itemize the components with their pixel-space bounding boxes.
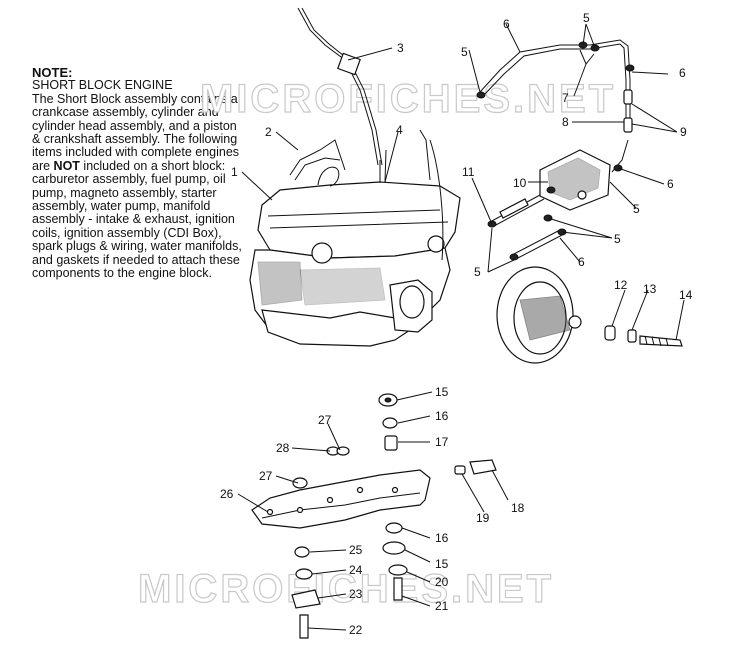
- note-emphasis: NOT: [53, 158, 80, 173]
- note-title: NOTE:: [32, 65, 73, 80]
- callout-9: 9: [680, 125, 687, 139]
- oil-pump-lines: [476, 39, 635, 261]
- callout-1: 1: [231, 165, 238, 179]
- callout-5-top: 5: [583, 11, 590, 25]
- callout-5-right: 5: [633, 202, 640, 216]
- callout-27-lower: 27: [259, 469, 273, 483]
- callout-22: 22: [349, 623, 363, 637]
- callout-2: 2: [265, 125, 272, 139]
- callout-3: 3: [397, 41, 404, 55]
- callout-4: 4: [396, 123, 403, 137]
- starter-assembly: [496, 266, 683, 364]
- leader-lines: [237, 23, 685, 631]
- callout-15-upper: 15: [435, 385, 449, 399]
- callout-13: 13: [643, 282, 657, 296]
- callout-23: 23: [349, 587, 363, 601]
- callout-5-top-left: 5: [461, 45, 468, 59]
- callout-28: 28: [276, 441, 290, 455]
- callout-25: 25: [349, 543, 363, 557]
- callout-16-lower: 16: [435, 531, 449, 545]
- callout-8: 8: [562, 115, 569, 129]
- callout-6-lower: 6: [578, 255, 585, 269]
- engine-block: [249, 7, 461, 347]
- callout-6-top: 6: [503, 17, 510, 31]
- callout-10: 10: [513, 176, 527, 190]
- callout-21: 21: [435, 599, 449, 613]
- callout-6-right-mid: 6: [667, 177, 674, 191]
- callout-27-upper: 27: [318, 413, 332, 427]
- callout-6-right-top: 6: [679, 66, 686, 80]
- note-heading: SHORT BLOCK ENGINE: [32, 78, 173, 93]
- callout-16-upper: 16: [435, 409, 449, 423]
- watermark-top: MICROFICHES.NET: [200, 77, 616, 121]
- note-body-part-1: The Short Block assembly contains a cran…: [32, 91, 240, 173]
- engine-mount-plate: [251, 469, 431, 529]
- callout-19: 19: [476, 511, 490, 525]
- callout-5-mid: 5: [614, 232, 621, 246]
- callout-24: 24: [349, 563, 363, 577]
- watermark-bottom: MICROFICHES.NET: [138, 567, 554, 611]
- note-body: The Short Block assembly contains a cran…: [32, 91, 247, 281]
- callout-labels: 1 2 3 4 5 5 5 5 5 6 6 6 6 7 8 9 10 11 12…: [220, 11, 693, 637]
- callout-15-lower: 15: [435, 557, 449, 571]
- callout-20: 20: [435, 575, 449, 589]
- callout-5-lower: 5: [474, 265, 481, 279]
- callout-26: 26: [220, 487, 234, 501]
- callout-17: 17: [435, 435, 449, 449]
- callout-7: 7: [562, 91, 569, 105]
- short-block-note: NOTE: SHORT BLOCK ENGINE The Short Block…: [32, 66, 247, 281]
- note-body-part-2: included on a short block: carburetor as…: [32, 158, 242, 281]
- callout-11: 11: [462, 165, 475, 179]
- callout-12: 12: [614, 278, 628, 292]
- callout-18: 18: [511, 501, 525, 515]
- callout-14: 14: [679, 288, 693, 302]
